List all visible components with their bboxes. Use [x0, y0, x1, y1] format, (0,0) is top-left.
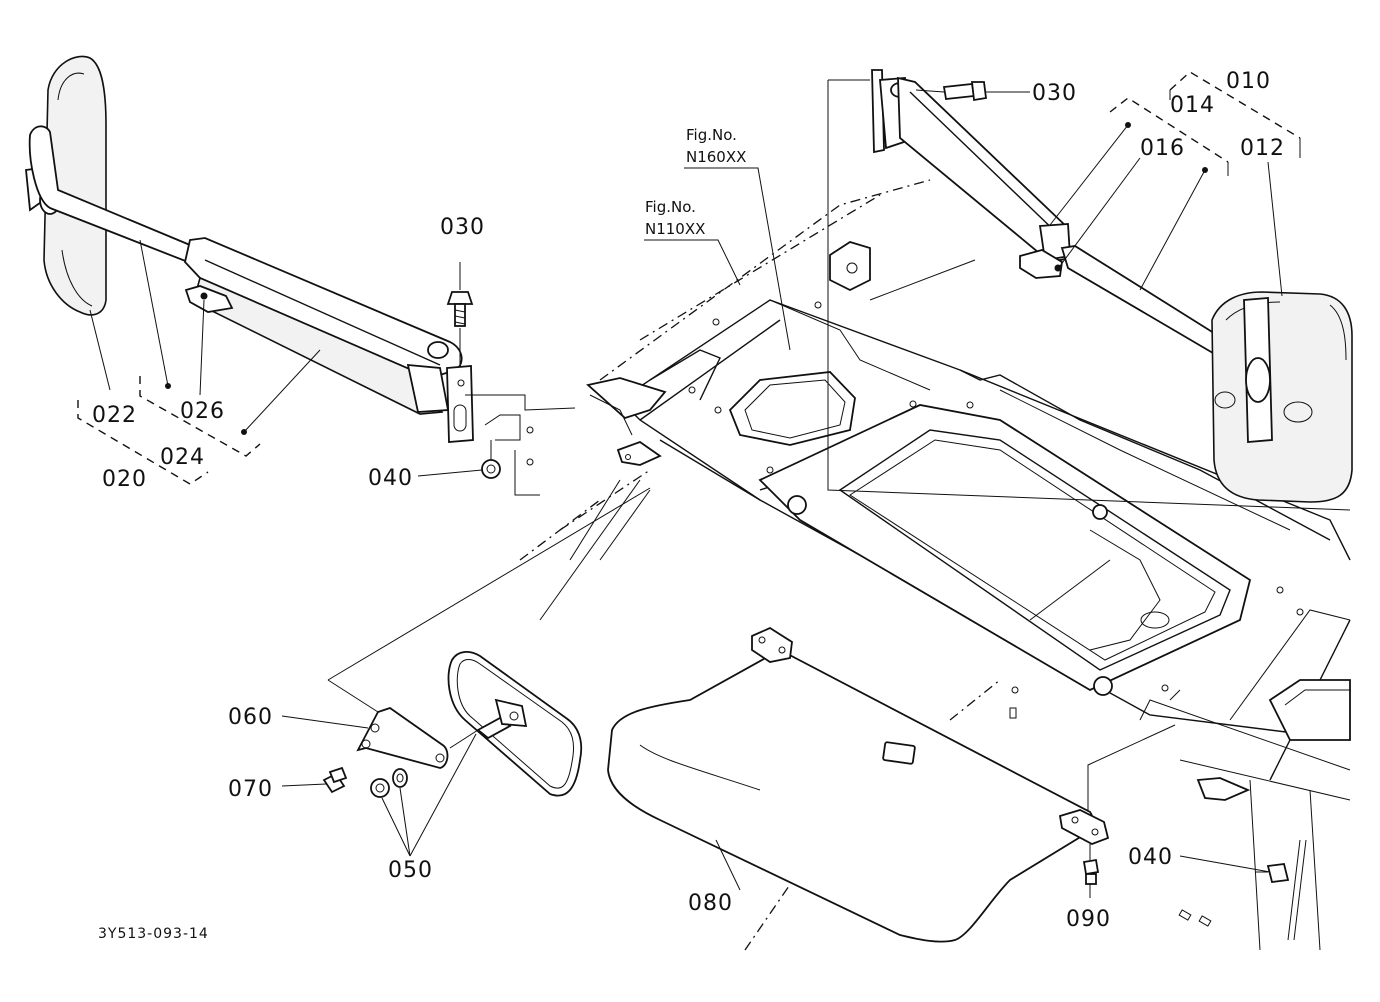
- fig-ref-n160-code: N160XX: [686, 148, 746, 166]
- fig-ref-n110-code: N110XX: [645, 220, 705, 238]
- label-030-right: 030: [1032, 81, 1077, 106]
- label-090: 090: [1066, 907, 1111, 932]
- leader-lines: [89, 91, 1283, 898]
- nut-040-left: [481, 440, 501, 479]
- rear-view-mirror: [322, 487, 651, 798]
- label-080: 080: [688, 891, 733, 916]
- label-030-left: 030: [440, 215, 485, 240]
- drawing-code: 3Y513-093-14: [98, 926, 209, 942]
- label-022: 022: [92, 403, 137, 428]
- label-070: 070: [228, 777, 273, 802]
- bolt-040-right: [1196, 777, 1307, 941]
- label-026: 026: [180, 399, 225, 424]
- left-mirror-assembly: [25, 55, 667, 496]
- assembly-bracket-010: [1169, 71, 1301, 158]
- label-040-right: 040: [1128, 845, 1173, 870]
- assembly-bracket-014: [1109, 97, 1229, 176]
- cab-roof-frame: [519, 179, 1351, 951]
- fig-ref-n110-title: Fig.No.: [645, 198, 696, 216]
- fig-ref-n160-title: Fig.No.: [686, 126, 737, 144]
- speaker-mount-right: [1268, 679, 1351, 741]
- bolt-030-right: [915, 81, 988, 102]
- label-040-left: 040: [368, 466, 413, 491]
- roof-opening: [758, 404, 1252, 696]
- label-016: 016: [1140, 136, 1185, 161]
- label-012: 012: [1240, 136, 1285, 161]
- speaker-mount-left: [728, 371, 856, 446]
- label-024: 024: [160, 445, 205, 470]
- part-labels: 010 012 014 016 020 022 024 026 030 030 …: [92, 69, 1285, 932]
- label-014: 014: [1170, 93, 1215, 118]
- studs: [1009, 707, 1212, 927]
- label-050: 050: [388, 858, 433, 883]
- bolt-030-left: [446, 262, 474, 366]
- right-mirror-head: [1211, 291, 1353, 503]
- label-020: 020: [102, 467, 147, 492]
- label-010: 010: [1226, 69, 1271, 94]
- figure-references: Fig.No. N160XX Fig.No. N110XX: [645, 126, 746, 238]
- label-060: 060: [228, 705, 273, 730]
- right-mirror-assembly: [827, 69, 1353, 511]
- assembly-bracket-020: [77, 400, 209, 485]
- sun-visor: [607, 626, 1176, 943]
